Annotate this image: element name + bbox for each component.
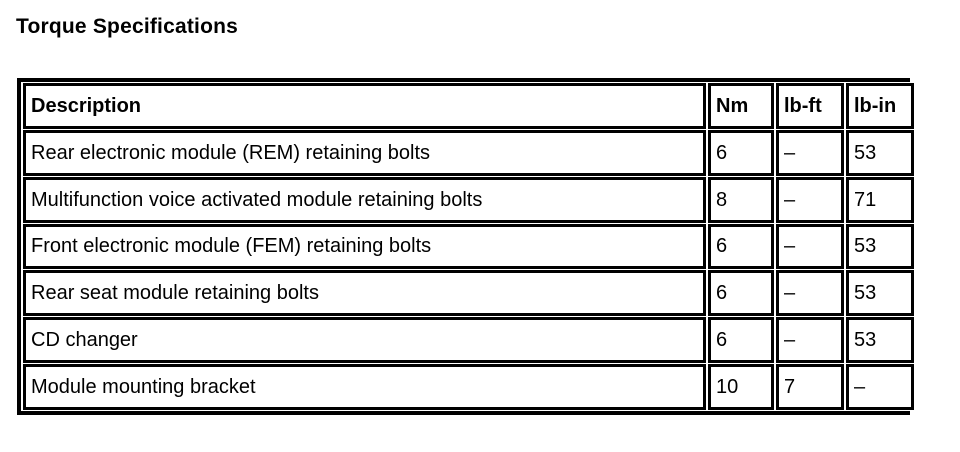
cell-nm: 6: [708, 223, 774, 270]
cell-lb-in: 53: [846, 270, 914, 317]
cell-lb-in: 53: [846, 129, 914, 176]
cell-description: Rear electronic module (REM) retaining b…: [23, 129, 706, 176]
cell-nm: 8: [708, 176, 774, 223]
column-header-description: Description: [23, 83, 706, 129]
column-header-nm: Nm: [708, 83, 774, 129]
cell-nm: 10: [708, 364, 774, 410]
torque-specifications-table: Description Nm lb-ft lb-in Rear electron…: [21, 82, 916, 411]
cell-description: Multifunction voice activated module ret…: [23, 176, 706, 223]
cell-description: Rear seat module retaining bolts: [23, 270, 706, 317]
cell-lb-in: –: [846, 364, 914, 410]
cell-nm: 6: [708, 317, 774, 364]
cell-lb-ft: –: [776, 176, 844, 223]
cell-lb-ft: –: [776, 129, 844, 176]
column-header-lb-ft: lb-ft: [776, 83, 844, 129]
cell-nm: 6: [708, 270, 774, 317]
page-title: Torque Specifications: [16, 15, 239, 38]
torque-specifications-table-frame: Description Nm lb-ft lb-in Rear electron…: [17, 78, 916, 415]
table-row: CD changer 6 – 53: [23, 317, 914, 364]
cell-lb-ft: –: [776, 270, 844, 317]
cell-description: Front electronic module (FEM) retaining …: [23, 223, 706, 270]
table-row: Rear seat module retaining bolts 6 – 53: [23, 270, 914, 317]
cell-lb-ft: –: [776, 317, 844, 364]
table-body: Description Nm lb-ft lb-in Rear electron…: [23, 83, 914, 410]
cell-description: Module mounting bracket: [23, 364, 706, 410]
table-row: Multifunction voice activated module ret…: [23, 176, 914, 223]
cell-lb-ft: –: [776, 223, 844, 270]
cell-lb-in: 53: [846, 223, 914, 270]
cell-lb-in: 53: [846, 317, 914, 364]
cell-nm: 6: [708, 129, 774, 176]
table-row: Front electronic module (FEM) retaining …: [23, 223, 914, 270]
cell-lb-in: 71: [846, 176, 914, 223]
cell-lb-ft: 7: [776, 364, 844, 410]
table-row: Rear electronic module (REM) retaining b…: [23, 129, 914, 176]
table-header-row: Description Nm lb-ft lb-in: [23, 83, 914, 129]
column-header-lb-in: lb-in: [846, 83, 914, 129]
cell-description: CD changer: [23, 317, 706, 364]
table-row: Module mounting bracket 10 7 –: [23, 364, 914, 410]
